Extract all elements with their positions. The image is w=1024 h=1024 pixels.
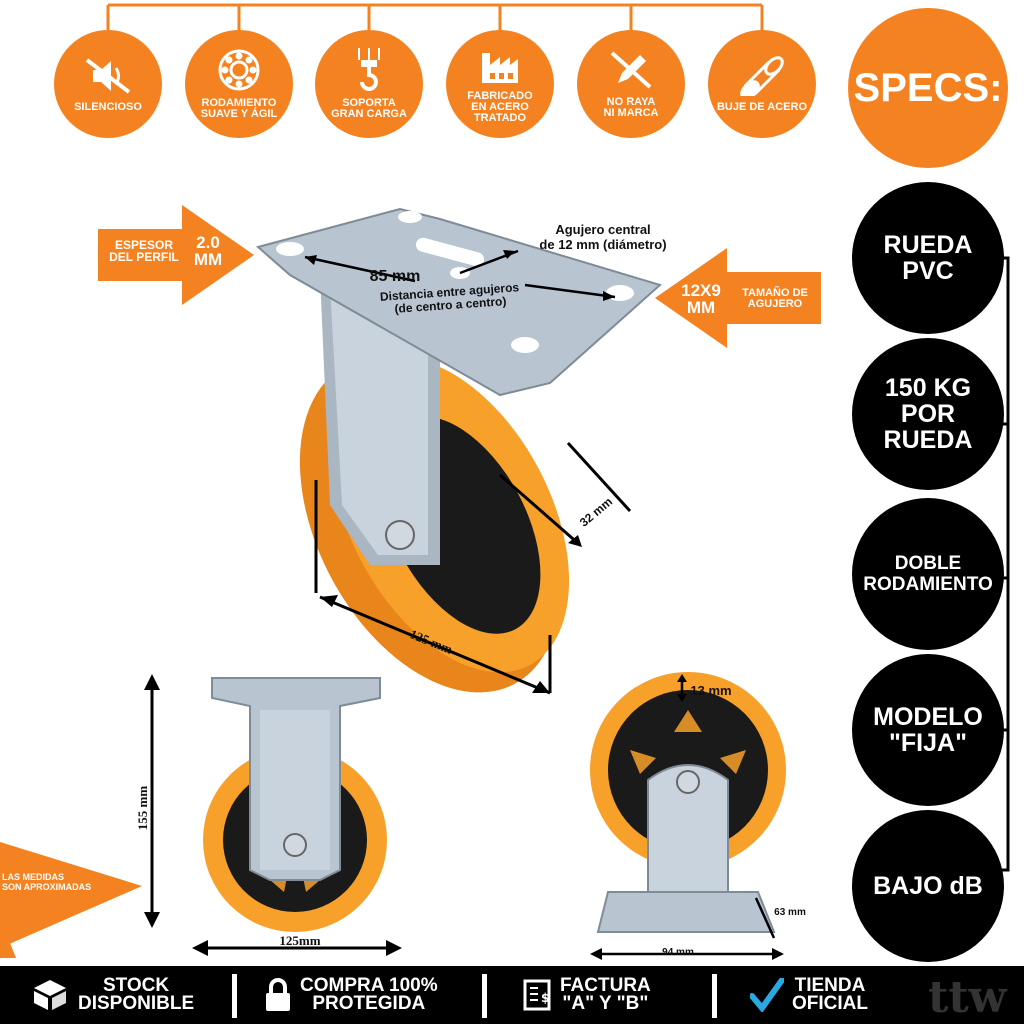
agujero-arrow — [655, 248, 821, 348]
badge-silencioso: SILENCIOSO — [54, 30, 162, 138]
checkmark-icon — [750, 978, 784, 1012]
center-hole-label: Agujero central de 12 mm (diámetro) — [539, 222, 667, 252]
stock-item: STOCK DISPONIBLE — [30, 966, 194, 1024]
hole-distance-value: 85 mm — [369, 268, 421, 285]
separator — [712, 974, 717, 1018]
svg-text:$: $ — [541, 991, 549, 1005]
tienda-item: TIENDA OFICIAL — [750, 966, 868, 1024]
crane-hook-icon — [358, 48, 380, 91]
badge-buje: BUJE DE ACERO — [708, 30, 816, 138]
plate-depth-label: 63 mm — [774, 907, 806, 918]
tienda-label: TIENDA OFICIAL — [792, 975, 868, 1014]
caster-isometric — [255, 207, 663, 695]
badge-no-raya: NO RAYA NI MARCA — [577, 30, 685, 138]
agujero-value: 12X9 MM — [681, 281, 721, 317]
separator — [232, 974, 237, 1018]
espesor-value: 2.0 MM — [193, 233, 223, 269]
badge-label: FABRICADO EN ACERO TRATADO — [467, 89, 533, 124]
badge-label: SILENCIOSO — [74, 100, 142, 113]
compra-item: COMPRA 100% PROTEGIDA — [264, 966, 438, 1024]
medidas-note: LAS MEDIDAS SON APROXIMADAS — [2, 872, 92, 892]
caster-front-view — [203, 677, 387, 932]
compra-label: COMPRA 100% PROTEGIDA — [300, 975, 438, 1014]
top-plate — [255, 207, 663, 397]
badge-rodamiento: RODAMIENTO SUAVE Y ÁGIL — [185, 30, 293, 138]
badge-soporta-carga: SOPORTA GRAN CARGA — [315, 30, 423, 138]
spec-capacidad: 150 KG POR RUEDA — [852, 338, 1004, 490]
speaker-off-icon — [85, 57, 131, 94]
spec-doble-rodamiento: DOBLE RODAMIENTO — [852, 498, 1004, 650]
spec-rueda-pvc: RUEDA PVC — [852, 182, 1004, 334]
bearing-icon — [218, 49, 260, 91]
caster-side-view — [590, 672, 786, 960]
badge-fabricado: FABRICADO EN ACERO TRATADO — [446, 30, 554, 138]
watermark-logo: ttw — [928, 972, 1007, 1023]
front-view-dimension-lines — [144, 674, 402, 956]
factura-item: $ FACTURA "A" Y "B" — [522, 966, 651, 1024]
lock-icon — [266, 978, 290, 1011]
spec-bajo-db: BAJO dB — [852, 810, 1004, 962]
medidas-note-arrow — [0, 842, 142, 958]
factura-label: FACTURA "A" Y "B" — [560, 975, 651, 1014]
invoice-icon: $ — [523, 979, 551, 1011]
boxes-icon — [34, 980, 66, 1010]
spec-modelo: MODELO "FIJA" — [852, 654, 1004, 806]
separator — [482, 974, 487, 1018]
badge-connector-lines — [106, 3, 764, 32]
height-label: 155 mm — [135, 785, 150, 831]
plate-width-label: 94 mm — [662, 947, 694, 958]
wheel-diameter-front-label: 125mm — [279, 933, 321, 948]
stock-label: STOCK DISPONIBLE — [78, 975, 195, 1014]
badge-label: SOPORTA GRAN CARGA — [331, 97, 407, 120]
badge-label: NO RAYA NI MARCA — [603, 96, 659, 119]
tread-label: 13 mm — [690, 683, 732, 698]
specs-title: SPECS: — [853, 65, 1003, 110]
espesor-label: ESPESOR DEL PERFIL — [109, 238, 179, 264]
no-pencil-icon — [610, 51, 652, 89]
specs-title-circle: SPECS: — [848, 8, 1008, 168]
agujero-label: TAMAÑO DE AGUJERO — [742, 287, 808, 310]
badge-label: RODAMIENTO SUAVE Y ÁGIL — [200, 97, 278, 120]
factory-icon — [482, 52, 518, 83]
espesor-arrow — [98, 205, 254, 305]
tube-icon — [740, 55, 784, 96]
bottom-bar: STOCK DISPONIBLE COMPRA 100% PROTEGIDA $… — [0, 966, 1024, 1024]
badge-label: BUJE DE ACERO — [716, 100, 808, 113]
